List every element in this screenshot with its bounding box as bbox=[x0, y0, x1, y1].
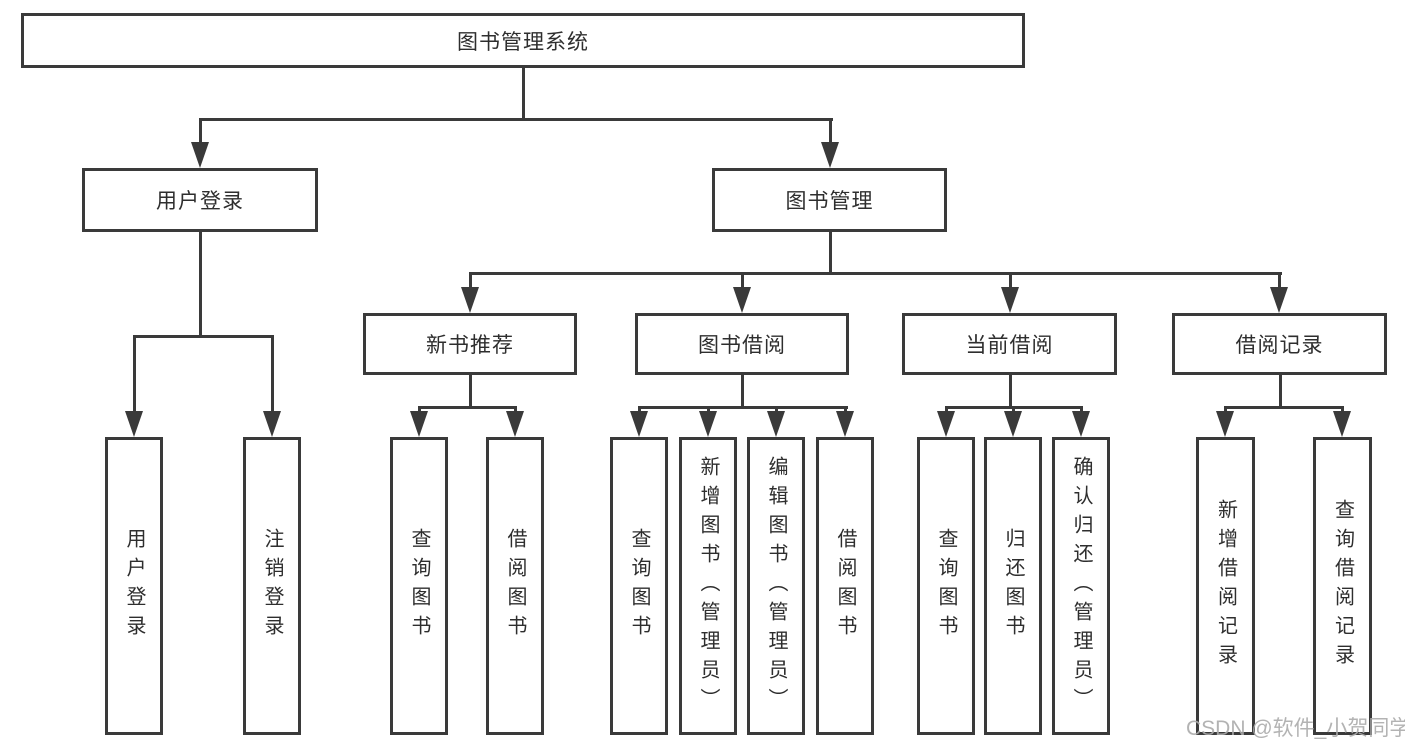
node-bb-add-books-admin: 新增图书（管理员） bbox=[679, 437, 737, 735]
arrow-down-icon bbox=[767, 411, 785, 437]
node-nb-query-books: 查询图书 bbox=[390, 437, 448, 735]
node-current-borrow-label: 当前借阅 bbox=[965, 334, 1054, 357]
node-cb-confirm-return-admin: 确认归还（管理员） bbox=[1052, 437, 1110, 735]
connector-line bbox=[741, 272, 744, 292]
connector-line bbox=[522, 68, 525, 118]
arrow-down-icon bbox=[506, 411, 524, 437]
connector-line bbox=[469, 272, 1282, 275]
arrow-down-icon bbox=[836, 411, 854, 437]
node-ul-login-label: 用户登录 bbox=[123, 528, 145, 644]
connector-line bbox=[829, 232, 832, 272]
connector-line bbox=[418, 406, 517, 409]
node-new-book-recommend-label: 新书推荐 bbox=[426, 334, 514, 357]
arrow-down-icon bbox=[937, 411, 955, 437]
node-cb-confirm-return-admin-label: 确认归还（管理员） bbox=[1070, 455, 1092, 717]
arrow-down-icon bbox=[1001, 287, 1019, 313]
connector-line bbox=[1009, 272, 1012, 292]
node-root-system: 图书管理系统 bbox=[21, 13, 1025, 68]
arrow-down-icon bbox=[1216, 411, 1234, 437]
node-bb-borrow-books: 借阅图书 bbox=[816, 437, 874, 735]
arrow-down-icon bbox=[821, 142, 839, 168]
node-book-borrow: 图书借阅 bbox=[635, 313, 849, 375]
arrow-down-icon bbox=[125, 411, 143, 437]
node-nb-borrow-books-label: 借阅图书 bbox=[504, 528, 526, 644]
node-ul-logout-label: 注销登录 bbox=[261, 528, 283, 644]
connector-line bbox=[271, 335, 274, 415]
csdn-watermark: CSDN @软件_小贺同学 bbox=[1186, 717, 1405, 740]
node-user-login-label: 用户登录 bbox=[156, 190, 244, 213]
connector-line bbox=[1278, 272, 1281, 292]
node-ul-logout: 注销登录 bbox=[243, 437, 301, 735]
node-root-label: 图书管理系统 bbox=[457, 30, 589, 54]
node-borrow-record: 借阅记录 bbox=[1172, 313, 1387, 375]
node-cb-query-books-label: 查询图书 bbox=[935, 528, 957, 644]
node-nb-query-books-label: 查询图书 bbox=[408, 528, 430, 644]
connector-line bbox=[829, 118, 832, 146]
node-cb-return-books-label: 归还图书 bbox=[1002, 528, 1024, 644]
arrow-down-icon bbox=[1004, 411, 1022, 437]
node-br-query-record-label: 查询借阅记录 bbox=[1331, 499, 1354, 673]
connector-line bbox=[133, 335, 136, 415]
node-current-borrow: 当前借阅 bbox=[902, 313, 1117, 375]
node-cb-return-books: 归还图书 bbox=[984, 437, 1042, 735]
connector-line bbox=[1279, 375, 1282, 406]
connector-line bbox=[638, 406, 848, 409]
connector-line bbox=[741, 375, 744, 406]
connector-line bbox=[199, 118, 833, 121]
node-new-book-recommend: 新书推荐 bbox=[363, 313, 577, 375]
node-br-add-record: 新增借阅记录 bbox=[1196, 437, 1255, 735]
arrow-down-icon bbox=[263, 411, 281, 437]
arrow-down-icon bbox=[630, 411, 648, 437]
connector-line bbox=[469, 272, 472, 292]
node-user-login: 用户登录 bbox=[82, 168, 318, 232]
node-ul-login: 用户登录 bbox=[105, 437, 163, 735]
connector-line bbox=[1224, 406, 1344, 409]
node-bb-edit-books-admin: 编辑图书（管理员） bbox=[747, 437, 805, 735]
arrow-down-icon bbox=[461, 287, 479, 313]
node-nb-borrow-books: 借阅图书 bbox=[486, 437, 544, 735]
connector-line bbox=[199, 118, 202, 146]
connector-line bbox=[1009, 375, 1012, 406]
arrow-down-icon bbox=[1333, 411, 1351, 437]
connector-line bbox=[133, 335, 274, 338]
node-cb-query-books: 查询图书 bbox=[917, 437, 975, 735]
node-book-management-label: 图书管理 bbox=[785, 190, 874, 213]
arrow-down-icon bbox=[410, 411, 428, 437]
node-bb-query-books: 查询图书 bbox=[610, 437, 668, 735]
node-bb-edit-books-admin-label: 编辑图书（管理员） bbox=[765, 455, 787, 717]
node-br-query-record: 查询借阅记录 bbox=[1313, 437, 1372, 735]
node-bb-borrow-books-label: 借阅图书 bbox=[834, 528, 856, 644]
arrow-down-icon bbox=[699, 411, 717, 437]
arrow-down-icon bbox=[1270, 287, 1288, 313]
arrow-down-icon bbox=[733, 287, 751, 313]
node-bb-add-books-admin-label: 新增图书（管理员） bbox=[697, 455, 719, 717]
arrow-down-icon bbox=[191, 142, 209, 168]
node-br-add-record-label: 新增借阅记录 bbox=[1214, 499, 1237, 673]
node-book-management: 图书管理 bbox=[712, 168, 947, 232]
node-bb-query-books-label: 查询图书 bbox=[628, 528, 650, 644]
connector-line bbox=[469, 375, 472, 406]
connector-line bbox=[199, 232, 202, 335]
node-borrow-record-label: 借阅记录 bbox=[1235, 334, 1324, 357]
arrow-down-icon bbox=[1072, 411, 1090, 437]
node-book-borrow-label: 图书借阅 bbox=[698, 334, 786, 357]
